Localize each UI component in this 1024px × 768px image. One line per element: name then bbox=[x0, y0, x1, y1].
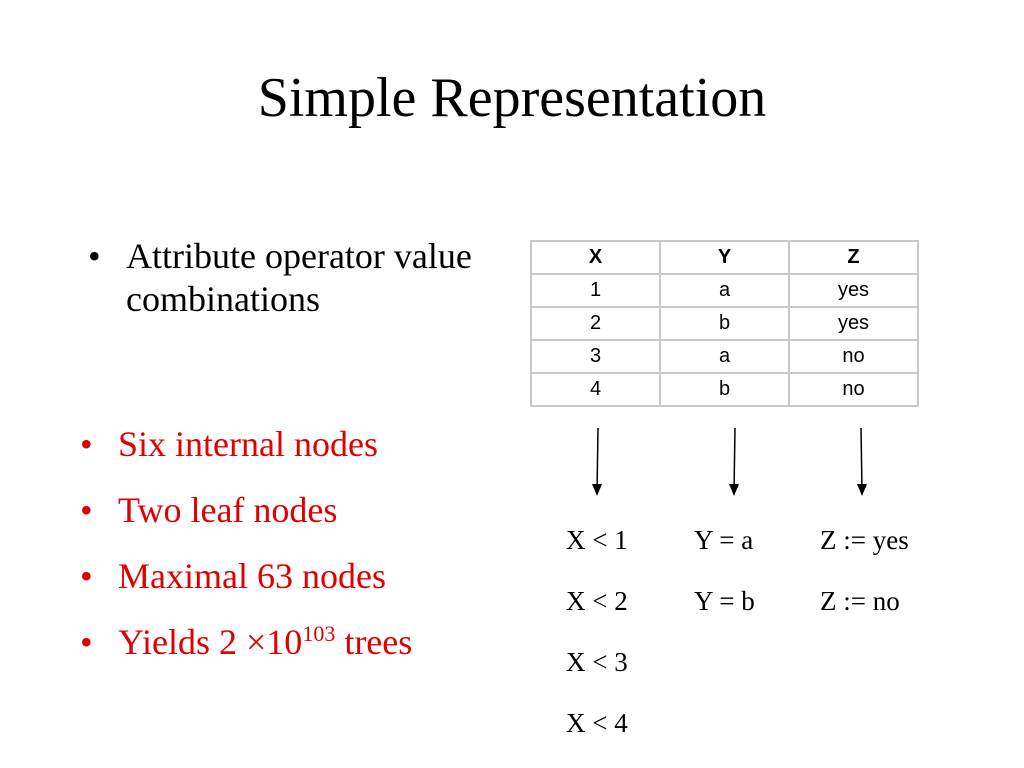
arrow-z-icon bbox=[860, 427, 863, 493]
bullet-icon: • bbox=[80, 556, 93, 596]
table-row: 2 b yes bbox=[530, 306, 919, 341]
table-cell: yes bbox=[788, 273, 919, 308]
operator-value: X < 4 bbox=[566, 708, 628, 738]
table-cell: b bbox=[659, 306, 790, 341]
operator-value: X < 1 bbox=[566, 525, 628, 555]
intro-bullet-text: Attribute operator value combinations bbox=[126, 236, 472, 319]
table-header-x: X bbox=[530, 240, 661, 275]
bullet-icon: • bbox=[80, 490, 93, 530]
operator-column-y: Y = a Y = b bbox=[694, 510, 755, 632]
operator-value: Z := yes bbox=[820, 525, 909, 555]
table-header-y: Y bbox=[659, 240, 790, 275]
arrow-y-icon bbox=[733, 427, 736, 493]
bullet-icon: • bbox=[80, 424, 93, 464]
table-header-z: Z bbox=[788, 240, 919, 275]
table-cell: 1 bbox=[530, 273, 661, 308]
intro-bullet: • Attribute operator value combinations bbox=[88, 235, 486, 321]
table-cell: a bbox=[659, 339, 790, 374]
red-bullet: • Yields 2 ×10103 trees bbox=[80, 620, 412, 686]
operator-value: X < 3 bbox=[566, 647, 628, 677]
red-bullet-list: • Six internal nodes • Two leaf nodes • … bbox=[80, 422, 412, 686]
operator-value: Y = b bbox=[694, 586, 755, 616]
operator-column-x: X < 1 X < 2 X < 3 X < 4 bbox=[566, 510, 628, 754]
red-bullet-text-suffix: trees bbox=[335, 622, 413, 662]
table-row: 4 b no bbox=[530, 372, 919, 407]
red-bullet-text: Six internal nodes bbox=[118, 424, 378, 464]
operator-column-z: Z := yes Z := no bbox=[820, 510, 909, 632]
table-cell: 2 bbox=[530, 306, 661, 341]
bullet-icon: • bbox=[80, 622, 93, 662]
table-cell: b bbox=[659, 372, 790, 407]
arrowhead-y-icon bbox=[729, 484, 739, 496]
arrowhead-x-icon bbox=[592, 484, 602, 496]
table-cell: 3 bbox=[530, 339, 661, 374]
red-bullet: • Six internal nodes bbox=[80, 422, 412, 488]
table-header-row: X Y Z bbox=[530, 240, 919, 275]
table-cell: 4 bbox=[530, 372, 661, 407]
slide-title: Simple Representation bbox=[257, 67, 767, 129]
intro-bullet-list: • Attribute operator value combinations bbox=[88, 235, 486, 321]
arrow-x-icon bbox=[596, 427, 599, 493]
red-bullet: • Two leaf nodes bbox=[80, 488, 412, 554]
red-bullet: • Maximal 63 nodes bbox=[80, 554, 412, 620]
red-bullet-text-prefix: Yields 2 ×10 bbox=[118, 622, 303, 662]
exponent: 103 bbox=[302, 621, 336, 646]
table-cell: a bbox=[659, 273, 790, 308]
attribute-table: X Y Z 1 a yes 2 b yes 3 a no 4 b no bbox=[530, 240, 919, 407]
table-row: 3 a no bbox=[530, 339, 919, 374]
red-bullet-text: Maximal 63 nodes bbox=[118, 556, 386, 596]
table-row: 1 a yes bbox=[530, 273, 919, 308]
table-cell: no bbox=[788, 339, 919, 374]
operator-value: X < 2 bbox=[566, 586, 628, 616]
operator-value: Z := no bbox=[820, 586, 900, 616]
bullet-icon: • bbox=[88, 236, 101, 276]
arrowhead-z-icon bbox=[857, 484, 867, 496]
table-cell: no bbox=[788, 372, 919, 407]
operator-value: Y = a bbox=[694, 525, 754, 555]
table-cell: yes bbox=[788, 306, 919, 341]
red-bullet-text: Two leaf nodes bbox=[118, 490, 338, 530]
